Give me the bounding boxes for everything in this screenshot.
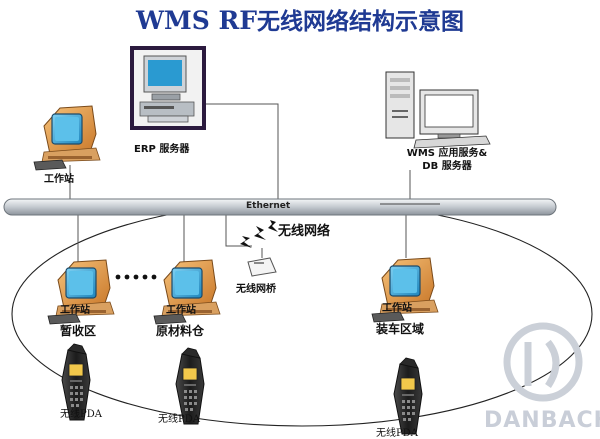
pda-label-2: 无线PDA xyxy=(158,414,200,425)
area-label-receiving: 暂收区 xyxy=(60,324,97,338)
pda-label-1: 无线PDA xyxy=(60,409,102,420)
top-workstation-label: 工作站 xyxy=(44,174,74,185)
erp-server-label: ERP 服务器 xyxy=(134,144,190,155)
wms-server-icon xyxy=(385,71,491,149)
connection-lines xyxy=(69,103,411,262)
signal-bolt-icons xyxy=(240,220,278,248)
erp-server-icon xyxy=(130,46,206,130)
watermark-text: DANBACH xyxy=(484,408,600,433)
wireless-bridge-icon xyxy=(247,248,277,277)
pda-label-3: 无线PDA xyxy=(376,428,418,439)
workstation-icon-top xyxy=(33,105,101,171)
page-title: WMS RF无线网络结构示意图 xyxy=(0,2,600,36)
workstation-dots xyxy=(115,274,157,280)
wireless-bridge-label: 无线网桥 xyxy=(236,284,276,295)
workstation-label-raw-material: 工作站 xyxy=(166,305,196,316)
title-en: WMS RF xyxy=(135,6,258,35)
pda-icon-3 xyxy=(393,357,423,435)
workstation-label-loading: 工作站 xyxy=(382,303,412,314)
area-label-loading: 装车区域 xyxy=(376,322,425,336)
wms-server-label-line2: DB 服务器 xyxy=(422,161,472,172)
ethernet-label: Ethernet xyxy=(246,201,291,211)
watermark-logo xyxy=(503,322,583,402)
area-label-raw-material: 原材料仓 xyxy=(156,324,205,338)
ethernet-backbone xyxy=(3,198,557,216)
title-cn: 无线网络结构示意图 xyxy=(257,9,465,35)
wireless-network-label: 无线网络 xyxy=(278,224,331,239)
wms-server-label: WMS 应用服务& DB 服务器 xyxy=(392,147,502,173)
workstation-label-receiving: 工作站 xyxy=(60,305,90,316)
wms-server-label-line1: WMS 应用服务& xyxy=(406,148,488,159)
